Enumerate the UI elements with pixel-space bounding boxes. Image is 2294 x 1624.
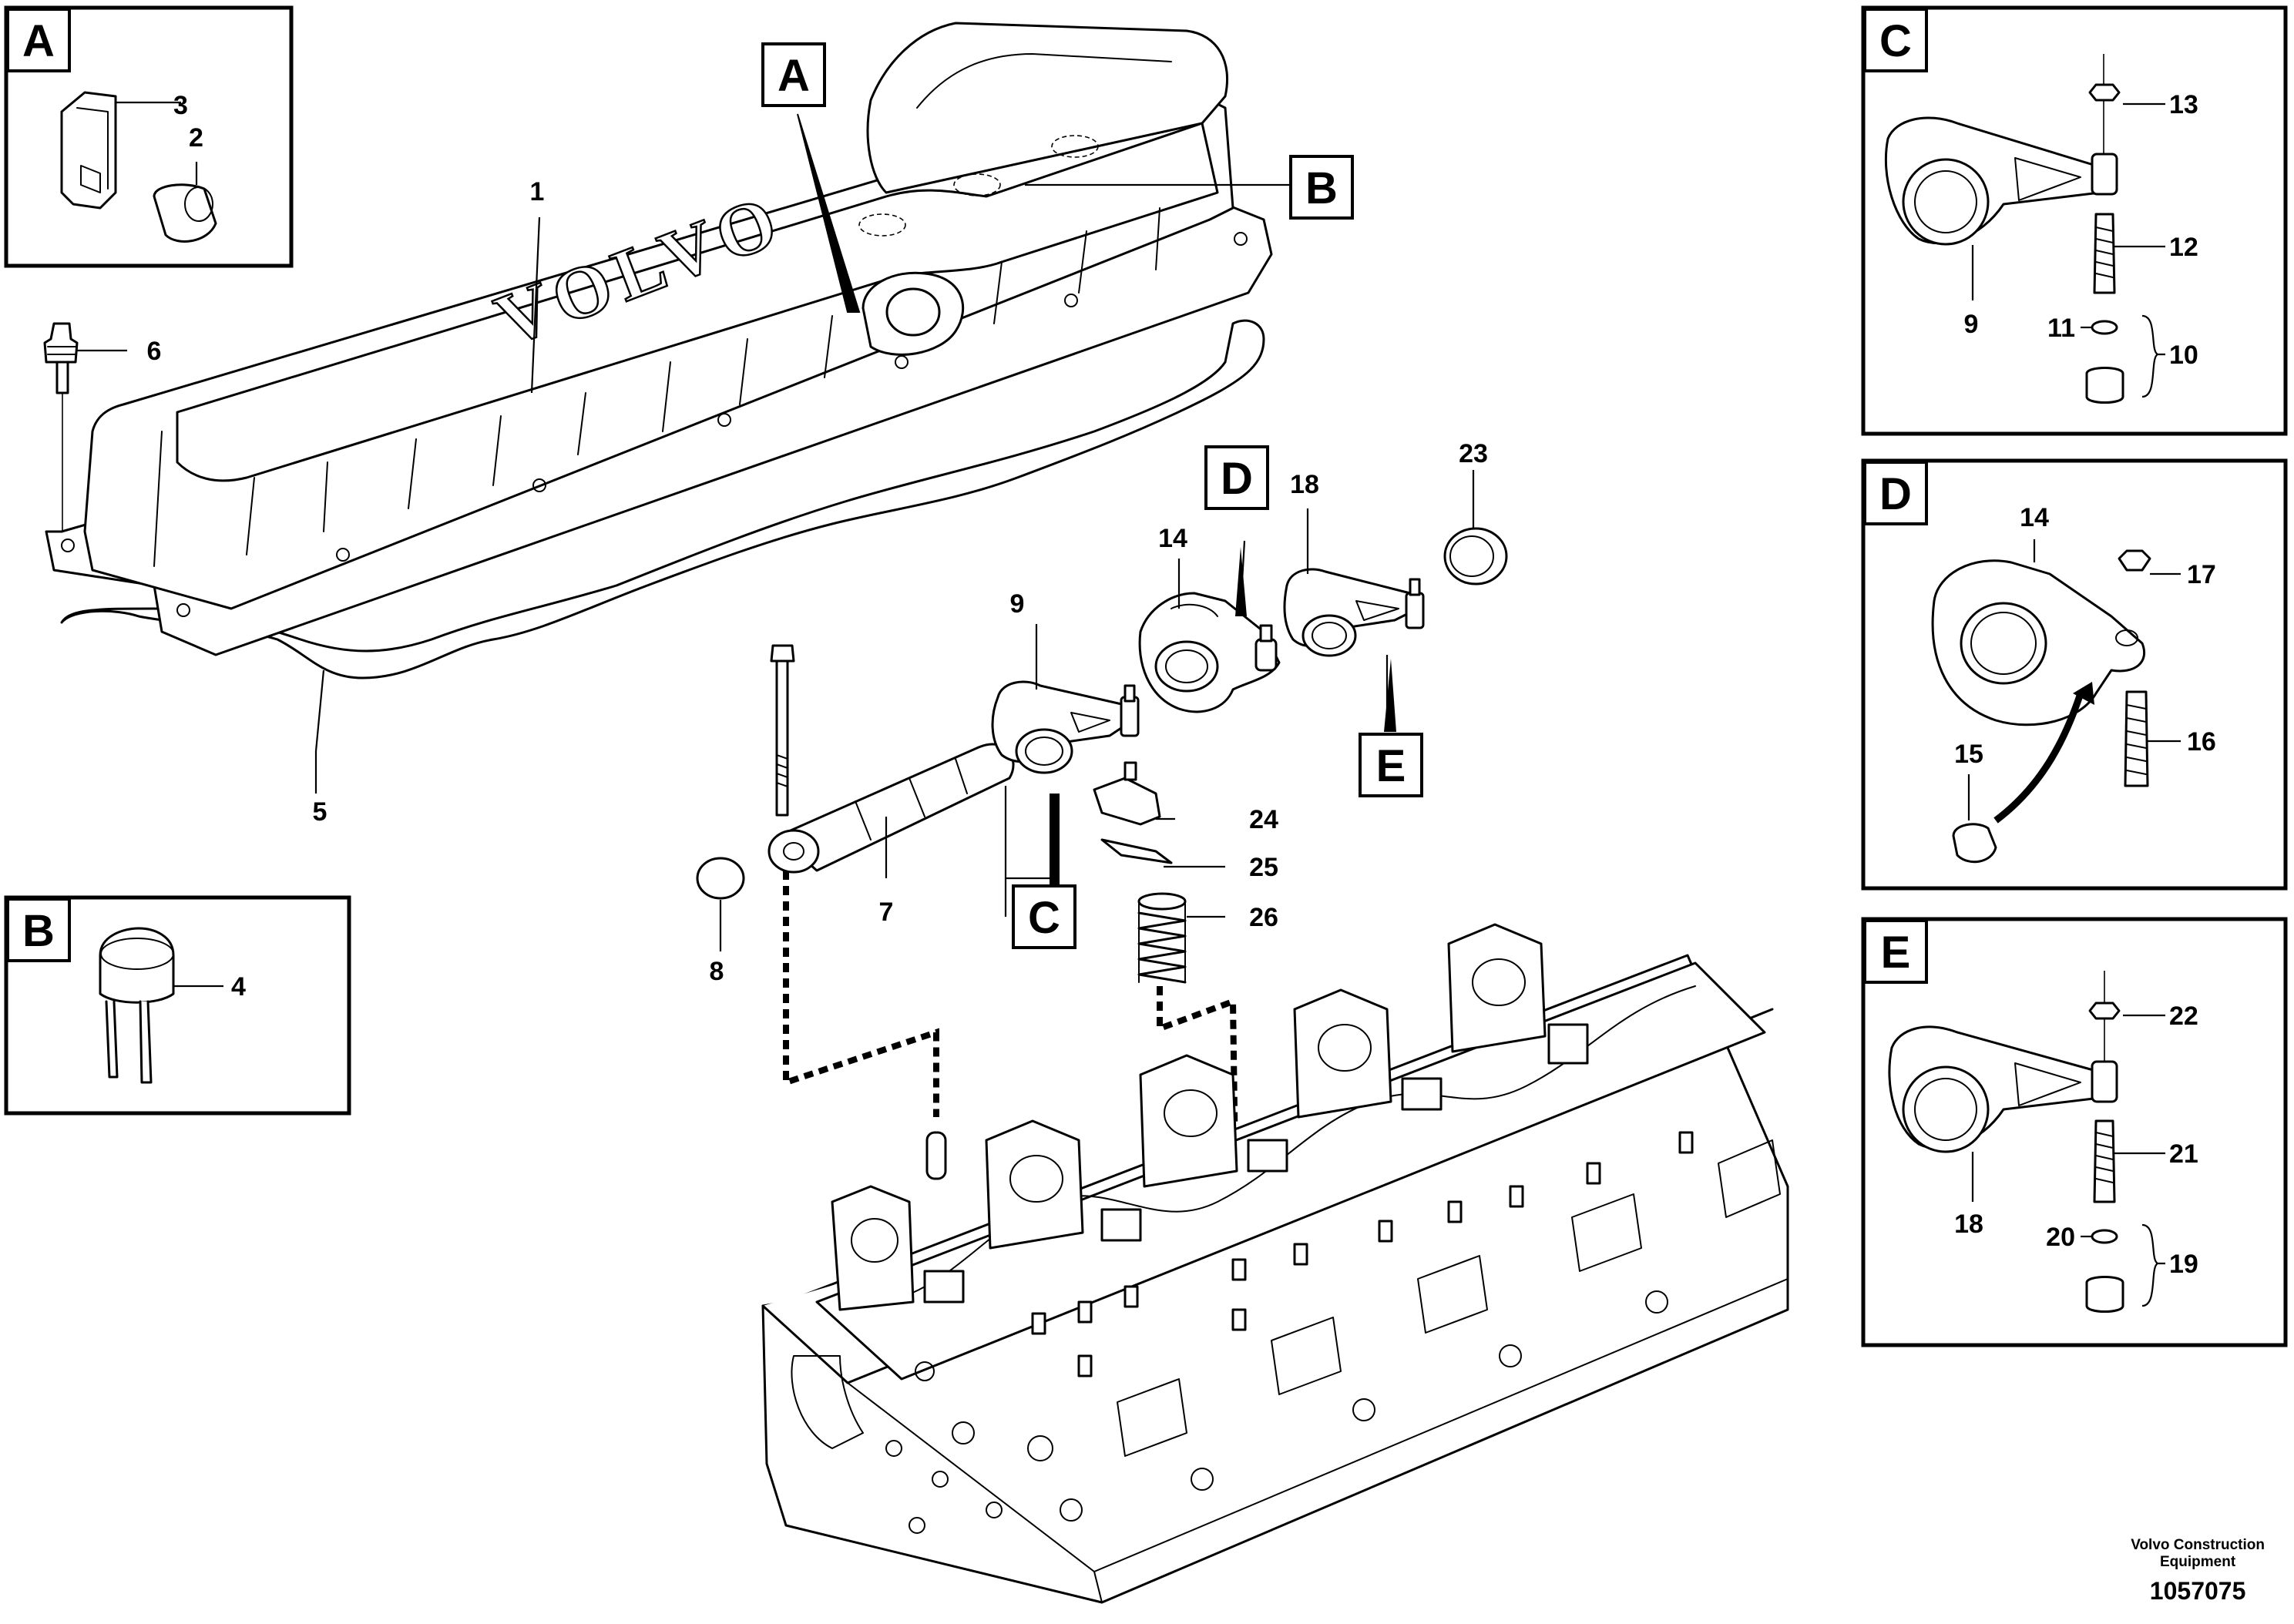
label-19: 19 [2169, 1250, 2198, 1279]
callout-box-D-main: D [1204, 445, 1269, 510]
shaft-plug [696, 857, 745, 900]
detail-D-letter: D [1879, 469, 1912, 519]
main-leaders [77, 113, 1475, 951]
alignment-line-shaft [783, 871, 939, 1117]
label-11: 11 [2047, 314, 2075, 343]
label-18-detail: 18 [1954, 1210, 1983, 1239]
cover-bolt [43, 322, 79, 532]
company-name-line2: Equipment [2160, 1554, 2236, 1570]
shaft-bolt [770, 644, 795, 817]
dowel-pin [925, 1131, 947, 1180]
detail-C-letter: C [1879, 16, 1912, 66]
detail-A-letter: A [22, 16, 55, 66]
label-17: 17 [2187, 560, 2216, 589]
label-25: 25 [1249, 853, 1278, 882]
detail-E-letter: E [1881, 928, 1911, 978]
label-6: 6 [147, 337, 162, 366]
callout-box-B-main: B [1289, 155, 1354, 220]
label-24: 24 [1249, 805, 1278, 834]
rocker-arm-18 [1283, 568, 1425, 657]
label-18: 18 [1290, 470, 1319, 499]
drawing-footer: Volvo Construction Equipment 1057075 [2131, 1537, 2265, 1606]
part-number-labels: 1 5 6 7 8 9 14 18 23 24 25 26 [147, 177, 1488, 986]
svg-text:B: B [1305, 163, 1338, 213]
valve-spring-26 [1137, 892, 1187, 984]
bushing-23 [1443, 527, 1508, 586]
label-7: 7 [879, 898, 894, 927]
label-14: 14 [1158, 524, 1187, 553]
shim-25 [1100, 838, 1173, 864]
label-12: 12 [2169, 233, 2198, 262]
valve-cover-gasket [60, 319, 1265, 679]
detail-view-C: C 13 12 11 10 9 [1861, 5, 2288, 436]
label-13: 13 [2169, 90, 2198, 119]
rocker-shaft [767, 743, 1015, 874]
label-22: 22 [2169, 1002, 2198, 1031]
cylinder-head [761, 923, 1789, 1604]
label-21: 21 [2169, 1139, 2198, 1169]
label-2: 2 [189, 123, 203, 153]
callout-box-C-main: C [1012, 884, 1076, 949]
svg-text:D: D [1221, 454, 1253, 504]
label-16: 16 [2187, 727, 2216, 757]
label-4: 4 [231, 972, 246, 1002]
label-15: 15 [1954, 740, 1983, 769]
company-name-line1: Volvo Construction [2131, 1537, 2265, 1553]
rocker-arm-14 [1138, 592, 1281, 713]
detail-view-E: E 22 21 20 19 18 [1861, 917, 2288, 1347]
rocker-arm-9 [991, 680, 1140, 774]
valve-bridge-24 [1093, 761, 1161, 826]
label-5: 5 [313, 797, 327, 827]
label-9: 9 [1010, 589, 1025, 619]
label-9-detail: 9 [1964, 310, 1979, 339]
detail-view-A: A 3 2 [4, 5, 294, 268]
label-8: 8 [710, 957, 724, 986]
detail-view-B: B 4 [4, 895, 351, 1116]
callout-box-E-main: E [1359, 733, 1423, 797]
drawing-number: 1057075 [2149, 1577, 2246, 1605]
label-26: 26 [1249, 903, 1278, 932]
svg-text:C: C [1028, 893, 1060, 943]
valve-cover: VOLVO [45, 22, 1273, 656]
label-14-detail: 14 [2020, 503, 2049, 532]
callout-box-A-main: A [761, 42, 826, 107]
label-3: 3 [173, 91, 188, 120]
label-23: 23 [1459, 439, 1488, 468]
svg-text:E: E [1376, 741, 1406, 791]
detail-B-letter: B [22, 906, 55, 956]
detail-view-D: D 14 17 16 15 [1861, 458, 2288, 891]
svg-text:A: A [778, 51, 810, 101]
label-10: 10 [2169, 341, 2198, 370]
label-20: 20 [2046, 1223, 2075, 1252]
label-1: 1 [530, 177, 545, 206]
